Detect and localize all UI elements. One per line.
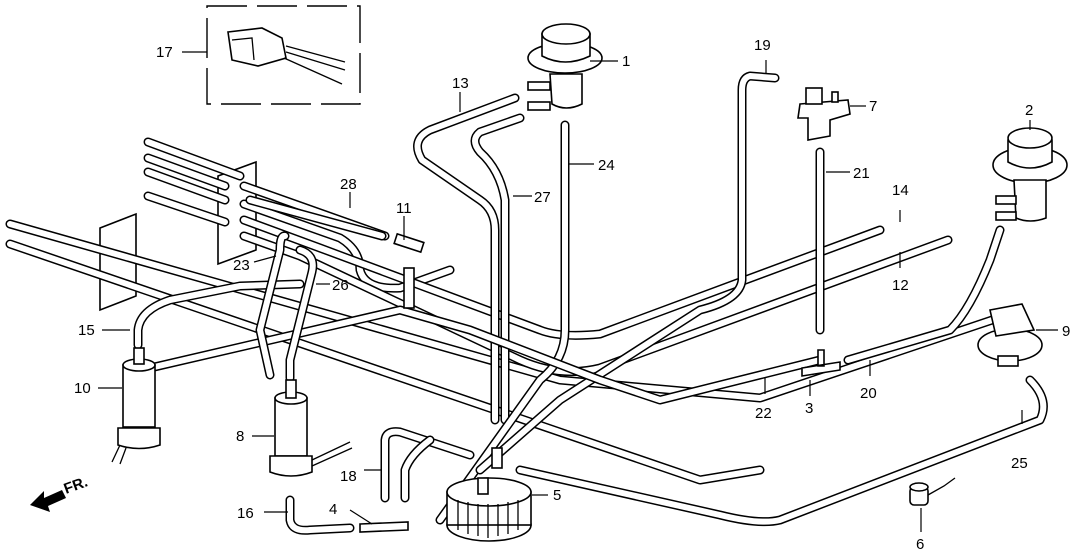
connector-inset xyxy=(206,5,361,105)
callout-4: 4 xyxy=(329,501,337,518)
callout-11: 11 xyxy=(396,200,412,217)
callout-5: 5 xyxy=(553,487,561,504)
tube-group-upper xyxy=(145,71,1005,525)
leader-lines xyxy=(98,51,1058,532)
front-label: FR. xyxy=(62,474,91,498)
control-valve-2 xyxy=(992,127,1068,222)
callout-15: 15 xyxy=(78,322,95,339)
solenoid-valve-7 xyxy=(797,87,851,141)
t-joint-3 xyxy=(801,349,841,377)
callout-18: 18 xyxy=(340,468,357,485)
callout-23: 23 xyxy=(233,257,250,274)
callout-1: 1 xyxy=(622,53,630,70)
t-joint-4 xyxy=(359,521,409,533)
callout-8: 8 xyxy=(236,428,244,445)
solenoid-valve-8 xyxy=(269,379,353,477)
callout-16: 16 xyxy=(237,505,254,522)
callout-24: 24 xyxy=(598,157,615,174)
callout-labels: 1 2 3 4 5 6 7 8 9 10 11 12 13 14 15 16 1… xyxy=(74,37,1070,553)
callout-19: 19 xyxy=(754,37,771,54)
callout-12: 12 xyxy=(892,277,909,294)
tube-group-left xyxy=(133,195,425,383)
callout-9: 9 xyxy=(1062,323,1070,340)
solenoid-valve-10 xyxy=(111,347,161,465)
front-direction-indicator: FR. xyxy=(30,474,90,512)
callout-6: 6 xyxy=(916,536,924,553)
callout-22: 22 xyxy=(755,405,772,422)
callout-20: 20 xyxy=(860,385,877,402)
air-filter-5 xyxy=(446,447,532,542)
sensor-6 xyxy=(909,477,956,506)
callout-28: 28 xyxy=(340,176,357,193)
callout-14: 14 xyxy=(892,182,909,199)
callout-25: 25 xyxy=(1011,455,1028,472)
joint-11 xyxy=(393,232,425,254)
callout-3: 3 xyxy=(805,400,813,417)
tube-group-lower xyxy=(285,349,1048,535)
callout-17: 17 xyxy=(156,44,173,61)
callout-7: 7 xyxy=(869,98,877,115)
callout-21: 21 xyxy=(853,165,870,182)
callout-26: 26 xyxy=(332,277,349,294)
callout-2: 2 xyxy=(1025,102,1033,119)
connector-icon xyxy=(227,27,346,85)
callout-10: 10 xyxy=(74,380,91,397)
pipe-bundle xyxy=(5,137,1015,485)
control-valve-1 xyxy=(527,23,603,111)
front-arrow-icon xyxy=(30,490,66,512)
callout-13: 13 xyxy=(452,75,469,92)
callout-27: 27 xyxy=(534,189,551,206)
vacuum-diaphragm-9 xyxy=(977,303,1043,367)
